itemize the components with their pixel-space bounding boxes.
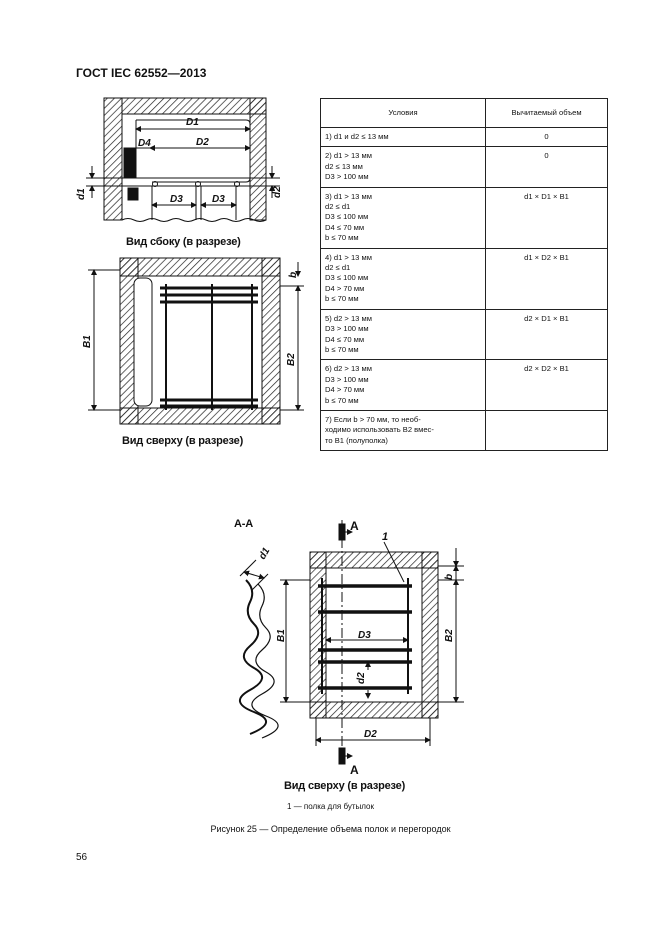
row-4-value: d1 × D2 × B1 [485, 247, 608, 310]
section-a-a-drawing [239, 559, 279, 739]
bottom-view-label: Вид сверху (в разрезе) [284, 780, 406, 792]
dim-b1-upper: B1 [82, 335, 93, 348]
row-2-value: 0 [485, 146, 608, 188]
row-7-conditions: 7) Если b > 70 мм, то необ- ходимо испол… [320, 409, 486, 452]
table-row: 4) d1 > 13 мм d2 ≤ d1 D3 ≤ 100 мм D4 > 7… [320, 247, 608, 310]
table-row: 2) d1 > 13 мм d2 ≤ 13 мм D3 > 100 мм 0 [320, 146, 608, 188]
dim-small-d2: d2 [272, 186, 283, 198]
row-1-conditions: 1) d1 и d2 ≤ 13 мм [320, 126, 486, 148]
row-3-conditions: 3) d1 > 13 мм d2 ≤ d1 D3 ≤ 100 мм D4 ≤ 7… [320, 186, 486, 249]
table-row: 3) d1 > 13 мм d2 ≤ d1 D3 ≤ 100 мм D4 ≤ 7… [320, 186, 608, 249]
row-6-value: d2 × D2 × B1 [485, 359, 608, 411]
row-1-value: 0 [485, 126, 608, 148]
dim-b2-upper: B2 [286, 353, 297, 366]
top-view-drawing [88, 257, 304, 425]
dim-small-d1: d1 [76, 188, 87, 200]
table-row: 5) d2 > 13 мм D3 > 100 мм D4 ≤ 70 мм b ≤… [320, 308, 608, 361]
row-4-conditions: 4) d1 > 13 мм d2 ≤ d1 D3 ≤ 100 мм D4 > 7… [320, 247, 486, 310]
page-number: 56 [76, 852, 88, 863]
side-view-drawing [86, 97, 280, 222]
dim-d1-upper: D1 [186, 117, 199, 128]
figure-legend: 1 — полка для бутылок [287, 802, 374, 811]
side-view-label: Вид сбоку (в разрезе) [126, 236, 241, 248]
dim-d2-small-bottom: d2 [356, 672, 367, 684]
dim-d1-section: d1 [257, 546, 273, 562]
dim-d4: D4 [138, 138, 151, 149]
section-mark-bottom: A [350, 763, 359, 777]
top-view-label: Вид сверху (в разрезе) [122, 435, 244, 447]
dim-d2-bottom: D2 [364, 729, 377, 740]
table-header-row: Условия Вычитаемый объем [320, 98, 608, 128]
conditions-table: Условия Вычитаемый объем 1) d1 и d2 ≤ 13… [320, 98, 608, 452]
row-7-value [485, 409, 608, 452]
dim-d3-bottom: D3 [358, 630, 371, 641]
header-volume: Вычитаемый объем [485, 98, 608, 128]
row-5-value: d2 × D1 × B1 [485, 308, 608, 361]
table-row: 6) d2 > 13 мм D3 > 100 мм D4 > 70 мм b ≤… [320, 359, 608, 411]
row-2-conditions: 2) d1 > 13 мм d2 ≤ 13 мм D3 > 100 мм [320, 146, 486, 188]
header-conditions: Условия [320, 98, 486, 128]
page-header: ГОСТ IEC 62552—2013 [76, 66, 207, 80]
row-6-conditions: 6) d2 > 13 мм D3 > 100 мм D4 > 70 мм b ≤… [320, 359, 486, 411]
row-3-value: d1 × D1 × B1 [485, 186, 608, 249]
dim-b-upper: b [288, 272, 299, 278]
section-mark-top: A [350, 519, 359, 533]
dim-d3-right: D3 [212, 194, 225, 205]
bottom-view-drawing [280, 520, 464, 765]
dim-b1-bottom: B1 [276, 629, 287, 642]
table-row: 1) d1 и d2 ≤ 13 мм 0 [320, 126, 608, 148]
callout-1: 1 [382, 531, 388, 543]
row-5-conditions: 5) d2 > 13 мм D3 > 100 мм D4 ≤ 70 мм b ≤… [320, 308, 486, 361]
section-label: А-А [234, 518, 253, 530]
figure-caption: Рисунок 25 — Определение объема полок и … [210, 824, 451, 834]
dim-d3-left: D3 [170, 194, 183, 205]
dim-b-bottom: b [444, 574, 455, 580]
table-row: 7) Если b > 70 мм, то необ- ходимо испол… [320, 409, 608, 452]
dim-d2-upper: D2 [196, 137, 209, 148]
dim-b2-bottom: B2 [444, 629, 455, 642]
